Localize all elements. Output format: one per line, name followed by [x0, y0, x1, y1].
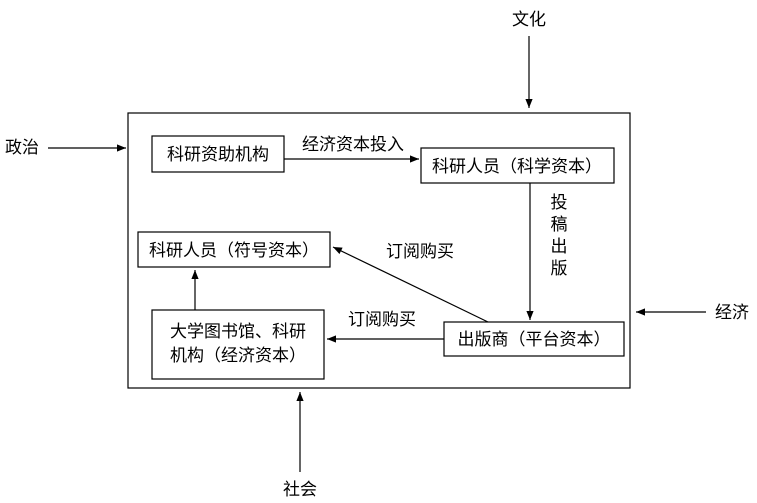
submit-publish-char-3: 出	[551, 237, 568, 257]
funding-agency-label: 科研资助机构	[167, 145, 269, 165]
library-box	[151, 309, 325, 380]
culture-label: 文化	[512, 10, 546, 30]
subscribe-to-researcher-label: 订阅购买	[386, 242, 454, 262]
subscribe-to-researcher-arrow	[332, 246, 489, 323]
submit-publish-char-1: 投	[551, 193, 568, 213]
library-label-line2: 机构（经济资本）	[170, 346, 306, 366]
funding-agency-box	[151, 135, 285, 173]
researcher-science-label: 科研人员（科学资本）	[432, 157, 602, 177]
politics-label: 政治	[5, 138, 39, 158]
publisher-label: 出版商（平台资本）	[458, 330, 611, 350]
investment-label: 经济资本投入	[302, 135, 404, 155]
economy-label: 经济	[715, 303, 749, 323]
submit-publish-char-4: 版	[551, 259, 568, 279]
society-label: 社会	[283, 480, 317, 500]
system-boundary	[127, 112, 631, 389]
submit-publish-char-2: 稿	[551, 215, 568, 235]
researcher-science-box	[420, 147, 615, 184]
library-label-line1: 大学图书馆、科研	[170, 322, 306, 342]
researcher-symbolic-label: 科研人员（符号资本）	[149, 241, 319, 261]
subscribe-to-library-label: 订阅购买	[348, 310, 416, 330]
researcher-symbolic-box	[137, 231, 331, 268]
